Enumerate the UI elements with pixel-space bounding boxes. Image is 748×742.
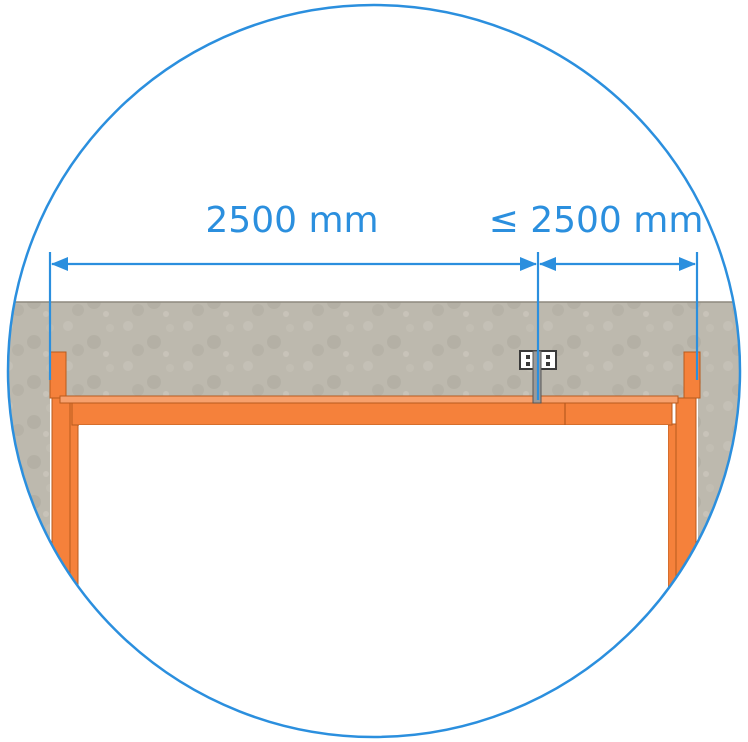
dimension-label-main: 2500 mm bbox=[205, 200, 378, 241]
concrete-below-right bbox=[698, 398, 740, 737]
arrowheads bbox=[51, 257, 696, 271]
callout-circle bbox=[6, 3, 742, 739]
concrete-slab bbox=[8, 302, 740, 398]
dimension-label-max: ≤ 2500 mm bbox=[489, 200, 704, 241]
dimension-lines bbox=[48, 252, 699, 400]
concrete-below-left bbox=[8, 398, 50, 737]
top-beam bbox=[59, 395, 679, 426]
detail-content bbox=[8, 301, 740, 737]
opening bbox=[79, 425, 668, 737]
